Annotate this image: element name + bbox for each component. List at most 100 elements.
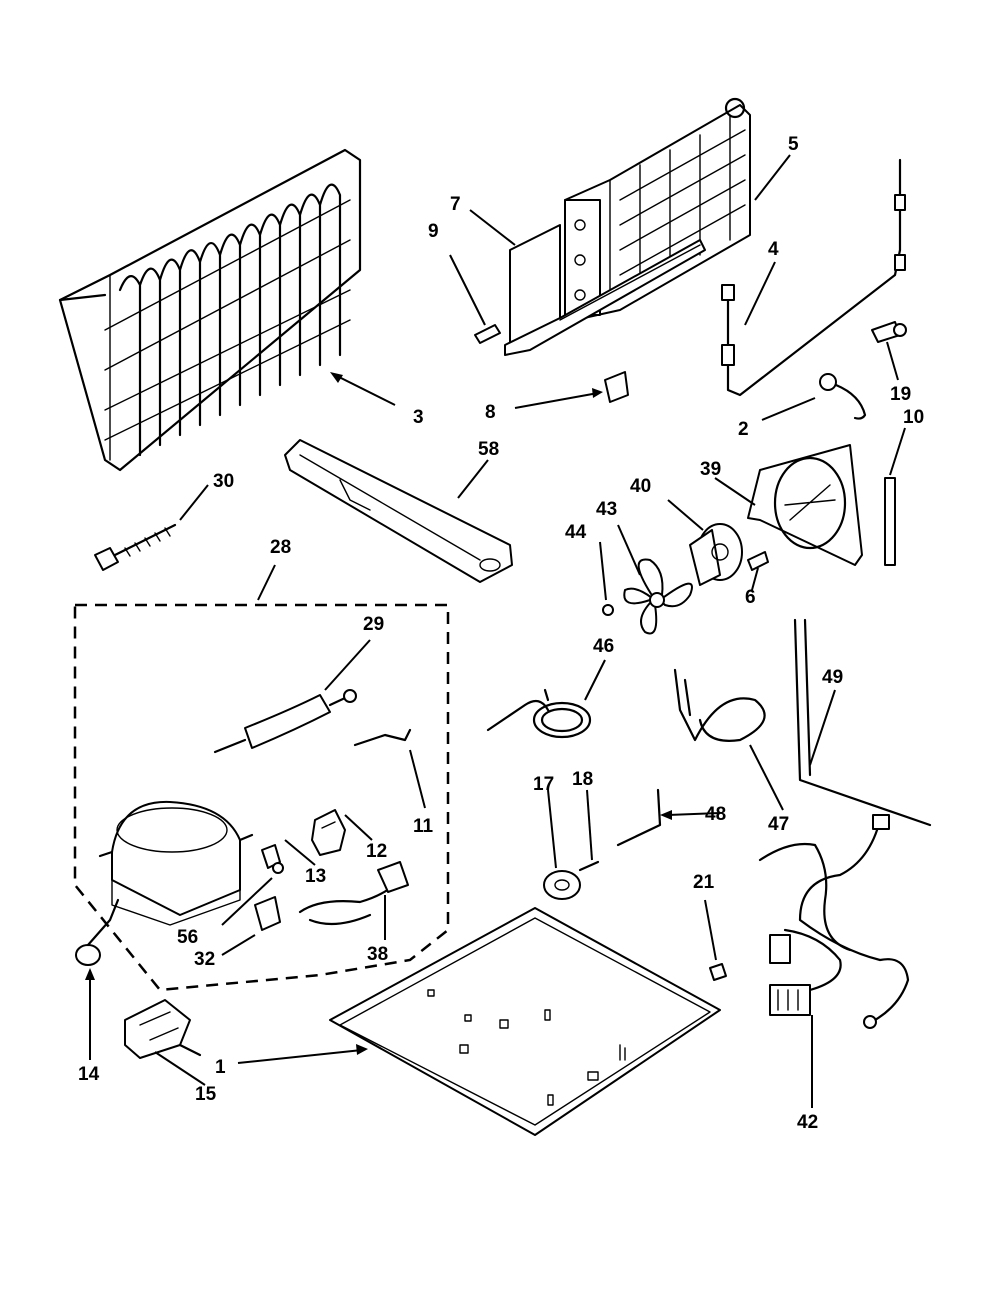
screw-part-56 bbox=[272, 862, 284, 874]
leader-40 bbox=[667, 499, 704, 531]
leader-44 bbox=[599, 541, 607, 601]
evaporator-assembly-part-5 bbox=[564, 97, 751, 321]
fan-blade-part-43 bbox=[623, 558, 693, 635]
label-part-3: 3 bbox=[413, 407, 424, 428]
drier-part-29 bbox=[213, 689, 357, 754]
label-part-11: 11 bbox=[413, 816, 434, 837]
label-part-10: 10 bbox=[903, 407, 924, 428]
label-part-12: 12 bbox=[366, 841, 387, 862]
label-part-39: 39 bbox=[700, 459, 721, 480]
label-part-13: 13 bbox=[305, 866, 326, 887]
label-part-56: 56 bbox=[177, 927, 198, 948]
bent-rod-part-48 bbox=[616, 788, 662, 847]
leader-18 bbox=[586, 789, 593, 861]
strip-part-10 bbox=[884, 477, 896, 566]
nut-part-44 bbox=[602, 604, 614, 616]
bent-tube-part-49 bbox=[793, 618, 932, 827]
leader-32 bbox=[221, 934, 256, 956]
label-part-8: 8 bbox=[485, 402, 496, 423]
label-part-49: 49 bbox=[822, 667, 843, 688]
compressor-kit-outline-part-28 bbox=[73, 603, 450, 992]
label-part-43: 43 bbox=[596, 499, 617, 520]
label-part-5: 5 bbox=[788, 134, 799, 155]
part-labels: 3 7 5 9 8 4 19 2 10 58 30 39 40 43 44 6 … bbox=[78, 134, 924, 1133]
arrowhead-48 bbox=[660, 810, 672, 820]
leader-15 bbox=[154, 1051, 206, 1086]
screw-part-19 bbox=[871, 321, 907, 343]
label-part-40: 40 bbox=[630, 476, 651, 497]
sensor-wire-part-4 bbox=[721, 158, 906, 397]
label-part-6: 6 bbox=[745, 587, 756, 608]
leader-28 bbox=[257, 564, 276, 601]
leader-11 bbox=[409, 749, 426, 809]
tube-loop-part-47 bbox=[673, 668, 766, 742]
evaporator-mount-bracket-part-7 bbox=[504, 224, 706, 356]
label-part-21: 21 bbox=[693, 872, 715, 893]
leader-7 bbox=[469, 209, 516, 246]
leader-4 bbox=[744, 261, 776, 326]
label-part-58: 58 bbox=[478, 439, 499, 460]
evaporator-end-plate bbox=[564, 199, 601, 316]
leader-3 bbox=[334, 374, 396, 406]
label-part-29: 29 bbox=[363, 614, 384, 635]
fan-motor-part-40 bbox=[689, 523, 743, 586]
label-part-19: 19 bbox=[890, 384, 911, 405]
long-screw-part-30 bbox=[94, 523, 177, 571]
label-part-47: 47 bbox=[768, 814, 789, 835]
leader-8 bbox=[514, 392, 599, 409]
wire-clip-part-11 bbox=[353, 728, 412, 747]
arrowhead-1 bbox=[356, 1044, 368, 1055]
overload-part-13 bbox=[261, 844, 281, 869]
compressor-body bbox=[98, 800, 254, 926]
leader-6 bbox=[751, 567, 759, 591]
grommet-part-17 bbox=[543, 870, 581, 900]
wiring-harness-part-42 bbox=[758, 814, 910, 1029]
base-pan-part-1 bbox=[329, 907, 721, 1136]
leader-47 bbox=[749, 744, 784, 811]
clip-part-8 bbox=[604, 371, 629, 403]
leader-29 bbox=[324, 639, 371, 691]
label-part-15: 15 bbox=[195, 1084, 217, 1105]
nut-part-21 bbox=[709, 963, 727, 981]
leader-2 bbox=[761, 397, 816, 421]
condenser-coil-part-3 bbox=[58, 148, 362, 472]
label-part-28: 28 bbox=[270, 537, 291, 558]
arrowhead-8 bbox=[592, 388, 603, 398]
relay-part-15 bbox=[124, 999, 202, 1059]
leader-46 bbox=[584, 659, 606, 701]
leader-1 bbox=[237, 1049, 363, 1064]
drain-trough-part-58 bbox=[284, 439, 513, 583]
relay-part-12 bbox=[311, 809, 346, 856]
label-part-18: 18 bbox=[572, 769, 593, 790]
leader-12 bbox=[344, 814, 373, 841]
leader-49 bbox=[809, 689, 836, 766]
capacitor-part-32 bbox=[254, 896, 281, 931]
leader-56 bbox=[221, 877, 273, 926]
leader-5 bbox=[754, 154, 791, 201]
arrowhead-14 bbox=[85, 968, 95, 980]
leader-13 bbox=[284, 839, 316, 866]
label-part-44: 44 bbox=[565, 522, 587, 543]
label-part-38: 38 bbox=[367, 944, 388, 965]
label-part-7: 7 bbox=[450, 194, 461, 215]
leader-9 bbox=[449, 254, 486, 326]
leader-48 bbox=[667, 812, 721, 816]
screw-part-18 bbox=[578, 860, 600, 872]
leader-19 bbox=[886, 341, 899, 381]
leader-43 bbox=[617, 524, 641, 576]
leader-21 bbox=[704, 899, 717, 961]
label-part-2: 2 bbox=[738, 419, 749, 440]
leader-10 bbox=[889, 427, 906, 476]
leader-39 bbox=[714, 477, 756, 506]
leader-17 bbox=[547, 789, 557, 869]
label-part-17: 17 bbox=[533, 774, 554, 795]
label-part-4: 4 bbox=[768, 239, 779, 260]
screw-part-6 bbox=[747, 551, 769, 571]
wire-connector-part-2 bbox=[819, 373, 867, 420]
tube-coil-part-46 bbox=[486, 688, 592, 739]
label-part-48: 48 bbox=[705, 804, 726, 825]
fan-shroud-part-39 bbox=[747, 444, 863, 566]
arrowhead-3 bbox=[330, 372, 343, 383]
label-part-14: 14 bbox=[78, 1064, 100, 1085]
